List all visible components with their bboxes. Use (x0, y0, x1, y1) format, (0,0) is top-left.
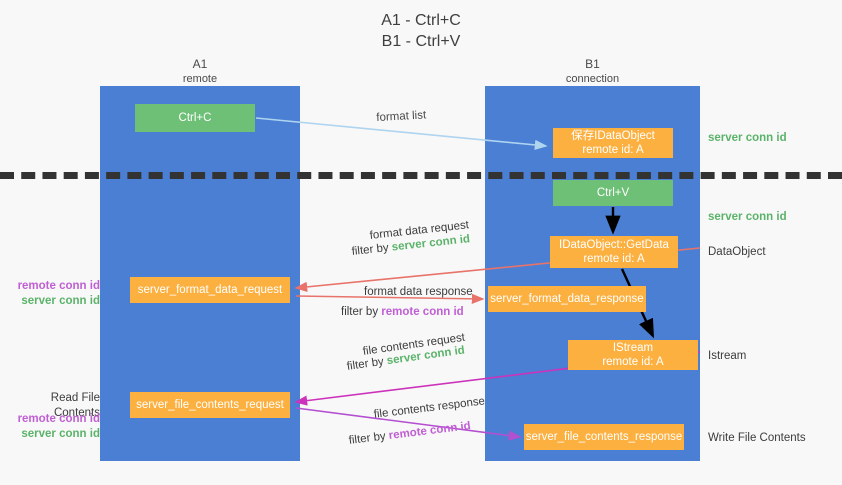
column-header-b1-name: B1 (585, 57, 600, 71)
annotation-server-conn-id-mid: server conn id (708, 211, 787, 223)
column-header-a1-name: A1 (192, 57, 208, 71)
node-server-file-contents-request-label: server_file_contents_request (136, 399, 284, 411)
node-ctrl-c-label: Ctrl+C (178, 112, 212, 124)
node-server-format-data-request-label: server_format_data_request (137, 284, 283, 296)
edge-label-format-data-response: format data response (364, 286, 473, 298)
annotation-left-conn-group-2: remote conn id server conn id (8, 412, 100, 442)
node-save-idataobject-line2: remote id: A (582, 144, 644, 156)
annotation-dataobject: DataObject (708, 246, 766, 258)
filter-prefix: filter by (346, 355, 388, 373)
annotation-write-file-contents: Write File Contents (708, 432, 806, 444)
column-header-a1: A1 remote (100, 57, 300, 87)
edge-label-format-list: format list (376, 109, 427, 124)
filter-prefix: filter by (348, 430, 390, 447)
column-header-b1-sub: connection (565, 73, 620, 85)
node-server-file-contents-request[interactable]: server_file_contents_request (130, 392, 290, 418)
node-getdata-line1: IDataObject::GetData (559, 239, 669, 251)
filter-value-remote-conn-id: remote conn id (388, 420, 472, 442)
title-line-2: B1 - Ctrl+V (381, 33, 461, 50)
edge-label-format-data-response-filter: filter by remote conn id (341, 305, 464, 320)
node-ctrl-v[interactable]: Ctrl+V (553, 180, 673, 206)
column-header-b1: B1 connection (485, 57, 700, 87)
column-header-a1-sub: remote (182, 73, 218, 85)
annotation-server-conn-id-1: server conn id (21, 295, 100, 307)
annotation-server-conn-id-top: server conn id (708, 132, 787, 144)
edge-label-file-contents-response-filter: filter by remote conn id (348, 419, 472, 449)
page-title: A1 - Ctrl+C B1 - Ctrl+V (0, 10, 842, 52)
node-server-file-contents-response-label: server_file_contents_response (525, 431, 683, 443)
phase-divider (0, 172, 842, 179)
node-server-file-contents-response[interactable]: server_file_contents_response (524, 424, 684, 450)
node-ctrl-c[interactable]: Ctrl+C (135, 104, 255, 132)
annotation-istream: Istream (708, 350, 747, 362)
node-istream[interactable]: IStream remote id: A (568, 340, 698, 370)
annotation-left-conn-group-1: remote conn id server conn id (8, 279, 100, 309)
node-save-idataobject-line1: 保存IDataObject (571, 130, 655, 142)
node-server-format-data-response-label: server_format_data_response (490, 293, 644, 305)
node-istream-line2: remote id: A (602, 356, 664, 368)
annotation-server-conn-id-2: server conn id (21, 428, 100, 440)
filter-prefix: filter by (351, 241, 393, 258)
node-ctrl-v-label: Ctrl+V (596, 187, 630, 199)
annotation-read-file-contents: Read File Contents (50, 392, 100, 419)
annotation-remote-conn-id-1: remote conn id (17, 280, 100, 292)
node-server-format-data-response[interactable]: server_format_data_response (488, 286, 646, 312)
filter-prefix: filter by (341, 306, 382, 318)
node-getdata[interactable]: IDataObject::GetData remote id: A (550, 236, 678, 268)
node-save-idataobject[interactable]: 保存IDataObject remote id: A (553, 128, 673, 158)
annotation-remote-conn-id-2: remote conn id (17, 413, 100, 425)
title-line-1: A1 - Ctrl+C (381, 12, 461, 29)
node-istream-line1: IStream (612, 342, 654, 354)
node-getdata-line2: remote id: A (583, 253, 645, 265)
node-server-format-data-request[interactable]: server_format_data_request (130, 277, 290, 303)
filter-value-remote-conn-id: remote conn id (381, 306, 464, 318)
